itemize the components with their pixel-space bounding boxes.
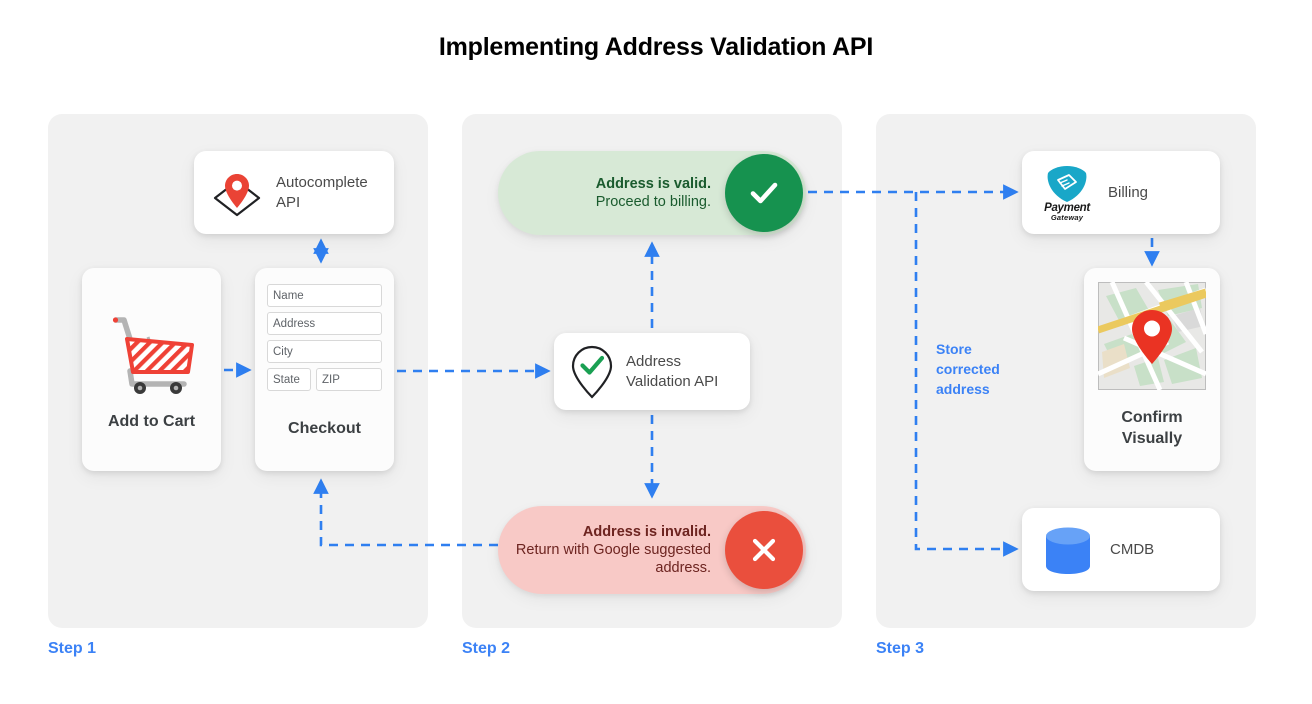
confirm-visually-label: Confirm Visually xyxy=(1121,409,1183,447)
state-zip-row: State ZIP xyxy=(267,368,382,396)
cmdb-label: CMDB xyxy=(1110,540,1155,558)
shopping-cart-icon xyxy=(112,316,194,394)
database-icon xyxy=(1046,527,1090,574)
address-valid-text: Address is valid. Proceed to billing. xyxy=(596,175,725,212)
address-invalid-normal: Return with Google suggested address. xyxy=(515,541,711,577)
check-badge xyxy=(725,154,803,232)
address-invalid-pill: Address is invalid. Return with Google s… xyxy=(498,506,806,594)
address-valid-strong: Address is valid. xyxy=(595,175,711,192)
step-3-label: Step 3 xyxy=(876,640,925,657)
address-invalid-strong: Address is invalid. xyxy=(582,523,711,540)
confirm-visually-card[interactable]: Confirm Visually xyxy=(1084,268,1220,471)
store-corrected-address-label: Store corrected address xyxy=(936,341,1000,397)
payment-shield-icon xyxy=(1047,165,1087,202)
address-validation-api-label: Address Validation API xyxy=(626,352,719,390)
check-icon xyxy=(750,182,778,204)
payment-word-label: Payment xyxy=(1044,201,1090,214)
address-invalid-text: Address is invalid. Return with Google s… xyxy=(498,523,725,578)
address-field[interactable]: Address xyxy=(267,312,382,335)
zip-field[interactable]: ZIP xyxy=(316,368,382,391)
billing-label: Billing xyxy=(1108,183,1149,201)
map-pin-envelope-icon xyxy=(213,173,261,216)
address-valid-normal: Proceed to billing. xyxy=(595,194,711,210)
autocomplete-api-card[interactable]: Autocomplete API xyxy=(194,151,394,234)
add-to-cart-label: Add to Cart xyxy=(107,412,196,430)
billing-card[interactable]: Payment Gateway Billing xyxy=(1022,151,1220,234)
state-field[interactable]: State xyxy=(267,368,311,391)
close-badge xyxy=(725,511,803,589)
address-valid-pill: Address is valid. Proceed to billing. xyxy=(498,151,806,235)
step-1-label: Step 1 xyxy=(48,640,97,657)
checkout-card[interactable]: Name Address City State ZIP Checkout xyxy=(255,268,394,471)
cmdb-card[interactable]: CMDB xyxy=(1022,508,1220,591)
city-field[interactable]: City xyxy=(267,340,382,363)
page-title: Implementing Address Validation API xyxy=(438,33,874,61)
close-icon xyxy=(752,538,776,562)
add-to-cart-card[interactable]: Add to Cart xyxy=(82,268,221,471)
checkout-label: Checkout xyxy=(288,420,361,437)
address-validation-api-card[interactable]: Address Validation API xyxy=(554,333,750,410)
payment-gateway-icon: Payment Gateway xyxy=(1036,164,1098,222)
map-thumbnail-icon xyxy=(1098,282,1206,390)
pin-check-icon xyxy=(571,345,613,399)
name-field[interactable]: Name xyxy=(267,284,382,307)
payment-sub-label: Gateway xyxy=(1050,212,1084,222)
autocomplete-api-label: Autocomplete API xyxy=(276,173,368,211)
step-2-label: Step 2 xyxy=(462,640,511,657)
